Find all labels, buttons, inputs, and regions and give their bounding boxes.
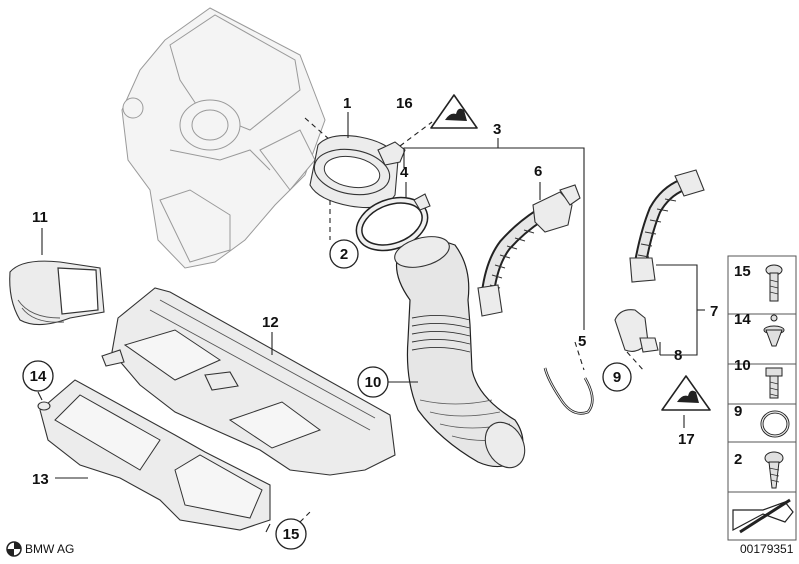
panel-item-14: 14 — [734, 311, 751, 328]
callout-2-circle: 2 — [329, 239, 359, 269]
wire-bracket — [543, 367, 594, 415]
diagram-number: 00179351 — [740, 542, 794, 556]
callout-15-circle: 15 — [275, 518, 307, 550]
vent-hose-with-connector — [477, 184, 581, 317]
callout-17: 17 — [678, 431, 695, 448]
bolt-icon — [765, 367, 783, 399]
clip-icon — [763, 314, 785, 347]
bmw-logo — [6, 541, 22, 557]
intake-snorkel — [9, 260, 105, 326]
callout-3: 3 — [493, 121, 501, 138]
leader-lines — [37, 112, 705, 533]
panel-item-15: 15 — [734, 263, 751, 280]
panel-item-10: 10 — [734, 357, 751, 374]
callout-1: 1 — [343, 95, 351, 112]
panel-item-9: 9 — [734, 403, 742, 420]
lower-duct — [37, 379, 271, 531]
callout-6: 6 — [534, 163, 542, 180]
panel-item-2: 2 — [734, 451, 742, 468]
air-mass-meter — [309, 135, 406, 209]
callout-14: 14 — [30, 368, 47, 385]
callout-9-circle: 9 — [602, 362, 632, 392]
callout-16: 16 — [396, 95, 413, 112]
o-ring-icon — [760, 410, 790, 438]
callout-labels: 1 3 4 6 16 11 12 5 7 8 13 17 — [32, 95, 718, 488]
callout-15: 15 — [283, 526, 300, 543]
callout-13: 13 — [32, 471, 49, 488]
warning-label-16 — [430, 94, 478, 129]
breather-hose — [629, 169, 705, 283]
warning-label-17 — [661, 375, 711, 411]
hose-clamp — [355, 193, 431, 252]
connector — [614, 309, 659, 353]
small-parts-panel: 15 14 10 9 2 — [727, 255, 797, 541]
air-filter-housing — [121, 7, 326, 269]
callout-10: 10 — [365, 374, 382, 391]
callout-12: 12 — [262, 314, 279, 331]
intake-duct — [394, 236, 526, 469]
orientation-arrow-icon — [732, 498, 794, 534]
callout-10-circle: 10 — [357, 366, 389, 398]
callout-11: 11 — [32, 209, 48, 226]
screw-icon — [765, 264, 783, 302]
callout-9: 9 — [613, 369, 621, 386]
callout-5: 5 — [578, 333, 586, 350]
callout-14-circle: 14 — [22, 360, 54, 392]
callout-8: 8 — [674, 347, 682, 364]
air-duct — [101, 287, 396, 476]
self-tapping-screw-icon — [764, 451, 784, 489]
brand-label: BMW AG — [25, 542, 74, 556]
callout-2: 2 — [340, 246, 348, 263]
callout-7: 7 — [710, 303, 718, 320]
callout-4: 4 — [400, 164, 409, 181]
